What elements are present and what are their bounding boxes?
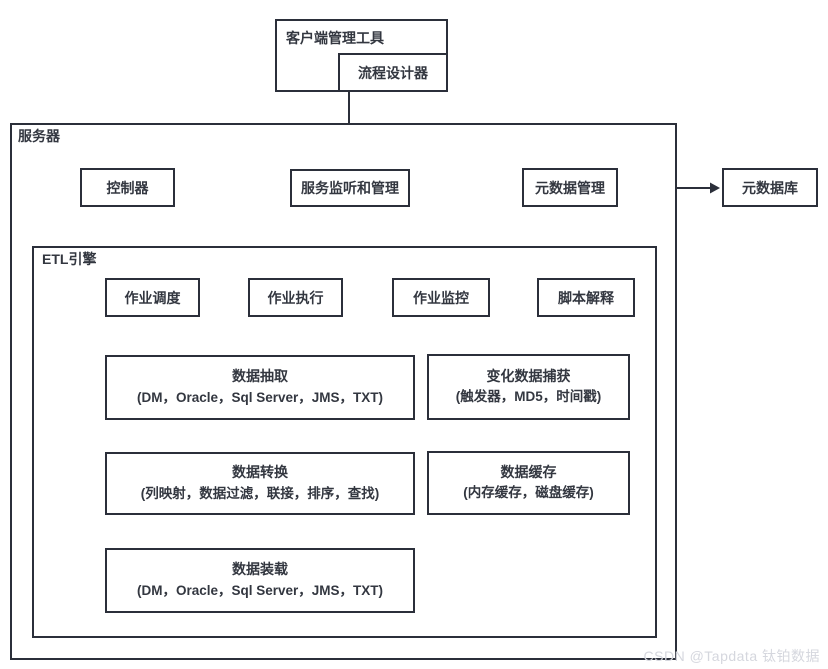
metadata-database-label: 元数据库 bbox=[742, 179, 798, 196]
data-loading-subtitle: (DM，Oracle，Sql Server，JMS，TXT) bbox=[136, 582, 384, 598]
csdn-watermark: CSDN @Tapdata 钛铂数据 bbox=[643, 648, 820, 664]
data-cache-subtitle: (内存缓存，磁盘缓存) bbox=[463, 485, 594, 501]
job-execution-box: 作业执行 bbox=[248, 278, 343, 317]
metadata-management-box: 元数据管理 bbox=[522, 168, 618, 207]
metadata-database-box: 元数据库 bbox=[722, 168, 818, 207]
change-data-capture-box: 变化数据捕获 (触发器，MD5，时间戳) bbox=[427, 354, 630, 420]
data-cache-box: 数据缓存 (内存缓存，磁盘缓存) bbox=[427, 451, 630, 515]
etl-engine-label: ETL引擎 bbox=[42, 251, 97, 267]
service-monitor-label: 服务监听和管理 bbox=[301, 180, 399, 196]
data-loading-title: 数据装载 bbox=[232, 561, 288, 578]
job-execution-label: 作业执行 bbox=[267, 289, 324, 306]
server-label: 服务器 bbox=[18, 128, 60, 144]
job-monitoring-label: 作业监控 bbox=[413, 289, 469, 306]
controller-label: 控制器 bbox=[106, 179, 149, 196]
data-extraction-title: 数据抽取 bbox=[232, 368, 288, 385]
process-designer-box: 流程设计器 bbox=[338, 53, 448, 92]
metadata-management-label: 元数据管理 bbox=[535, 179, 605, 196]
script-interpretation-box: 脚本解释 bbox=[537, 278, 635, 317]
change-data-capture-title: 变化数据捕获 bbox=[486, 367, 571, 384]
job-monitoring-box: 作业监控 bbox=[392, 278, 490, 317]
data-extraction-box: 数据抽取 (DM，Oracle，Sql Server，JMS，TXT) bbox=[105, 355, 415, 420]
data-loading-box: 数据装载 (DM，Oracle，Sql Server，JMS，TXT) bbox=[105, 548, 415, 613]
script-interpretation-label: 脚本解释 bbox=[558, 289, 614, 306]
data-transformation-subtitle: (列映射，数据过滤，联接，排序，查找) bbox=[140, 485, 380, 501]
client-management-tool-label: 客户端管理工具 bbox=[286, 30, 384, 46]
process-designer-label: 流程设计器 bbox=[358, 64, 428, 81]
job-scheduling-label: 作业调度 bbox=[124, 289, 181, 306]
job-scheduling-box: 作业调度 bbox=[105, 278, 200, 317]
data-extraction-subtitle: (DM，Oracle，Sql Server，JMS，TXT) bbox=[136, 389, 384, 405]
controller-box: 控制器 bbox=[80, 168, 175, 207]
service-monitor-box: 服务监听和管理 bbox=[290, 169, 410, 207]
data-transformation-title: 数据转换 bbox=[232, 464, 288, 481]
data-transformation-box: 数据转换 (列映射，数据过滤，联接，排序，查找) bbox=[105, 452, 415, 515]
data-cache-title: 数据缓存 bbox=[500, 463, 557, 480]
change-data-capture-subtitle: (触发器，MD5，时间戳) bbox=[455, 389, 602, 405]
